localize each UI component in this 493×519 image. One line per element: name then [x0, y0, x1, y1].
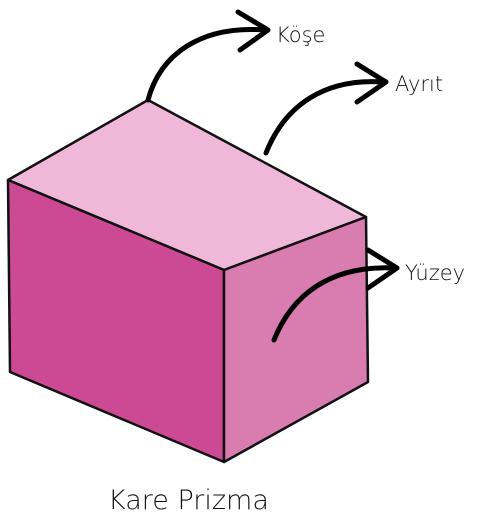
corner-arrow — [145, 9, 271, 103]
corner-label: Köşe — [276, 23, 325, 47]
edge-arrow — [263, 61, 389, 156]
diagram-caption: Kare Prizma — [108, 485, 269, 516]
face-arrow — [271, 247, 400, 343]
edge-label: Ayrıt — [395, 72, 443, 96]
prism — [6, 98, 370, 464]
face-label: Yüzey — [405, 261, 465, 285]
